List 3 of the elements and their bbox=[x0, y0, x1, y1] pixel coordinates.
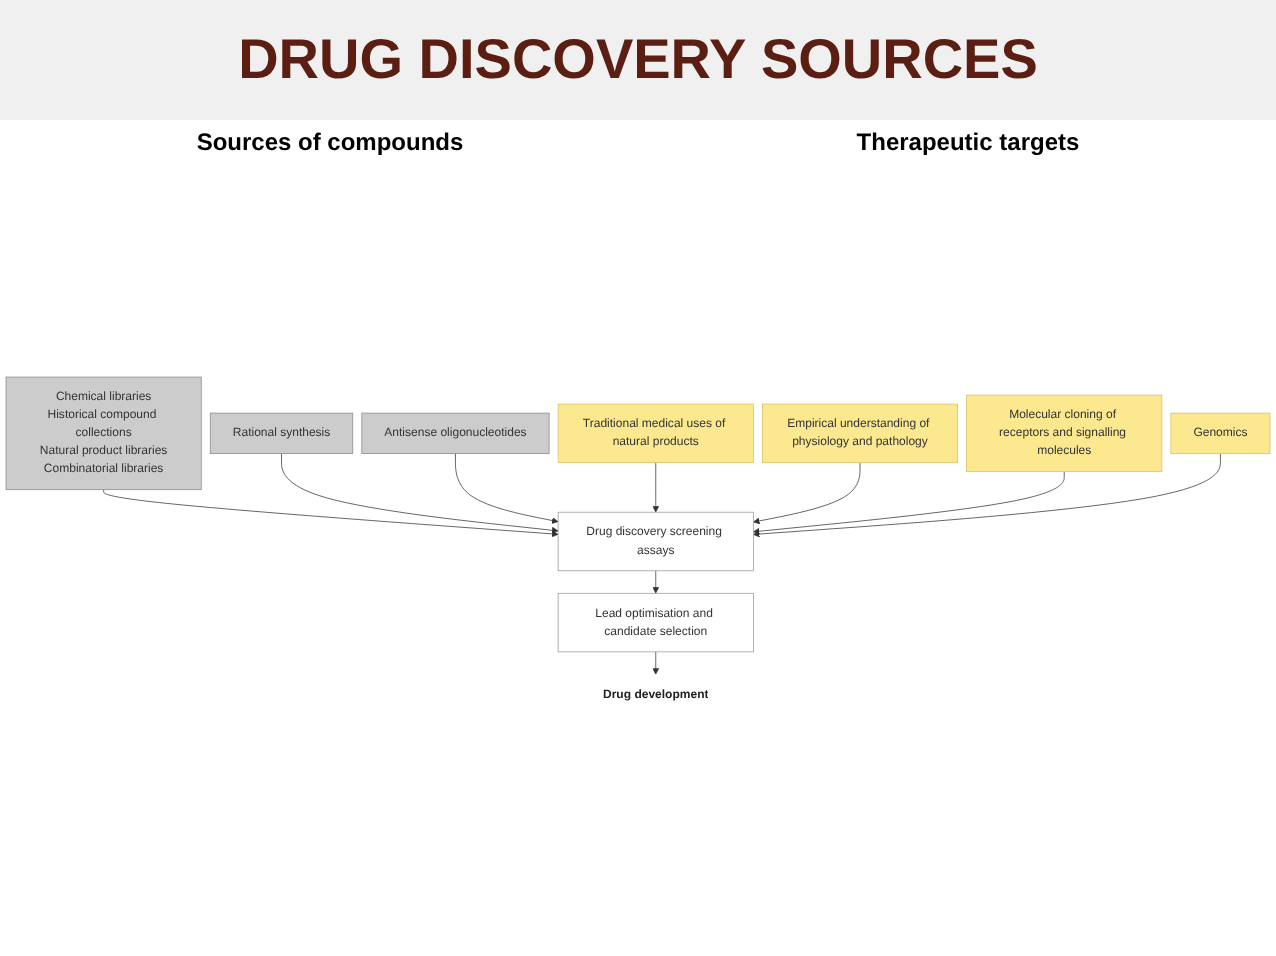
section-heading: Therapeutic targets bbox=[856, 128, 1080, 156]
title: DRUG DISCOVERY SOURCES bbox=[0, 0, 1276, 120]
section-heading: Sources of compounds bbox=[196, 128, 464, 156]
